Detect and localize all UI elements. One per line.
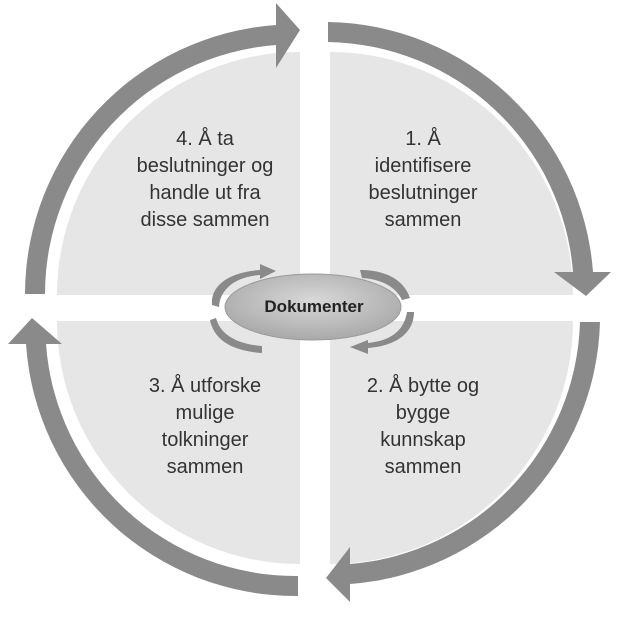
stage-3-label: 3. Å utforske mulige tolkninger sammen (148, 375, 262, 478)
stage-1-label: 1. Å identifisere beslutninger sammen (368, 128, 478, 231)
stage-4-label: 4. Å ta beslutninger og handle ut fra di… (136, 128, 274, 231)
center-arrow-top-left (211, 264, 276, 307)
quadrant-bottom-left (57, 321, 300, 564)
center-arrow-bottom-right (350, 312, 414, 354)
quadrant-top-right (330, 52, 573, 295)
arrow-top-left (25, 3, 300, 294)
arrow-top-right (328, 22, 611, 296)
stage-2-label: 2. Å bytte og bygge kunnskap sammen (366, 375, 480, 478)
center-arrow-top-right (360, 270, 410, 300)
quadrant-top-left (57, 52, 300, 295)
center-label: Dokumenter (264, 297, 364, 316)
center-arrow-bottom-left (210, 318, 262, 353)
quadrant-bottom-right (330, 321, 573, 564)
arrow-bottom-left (8, 318, 298, 597)
arrow-bottom-right (326, 322, 600, 602)
center-ellipse (224, 273, 402, 341)
